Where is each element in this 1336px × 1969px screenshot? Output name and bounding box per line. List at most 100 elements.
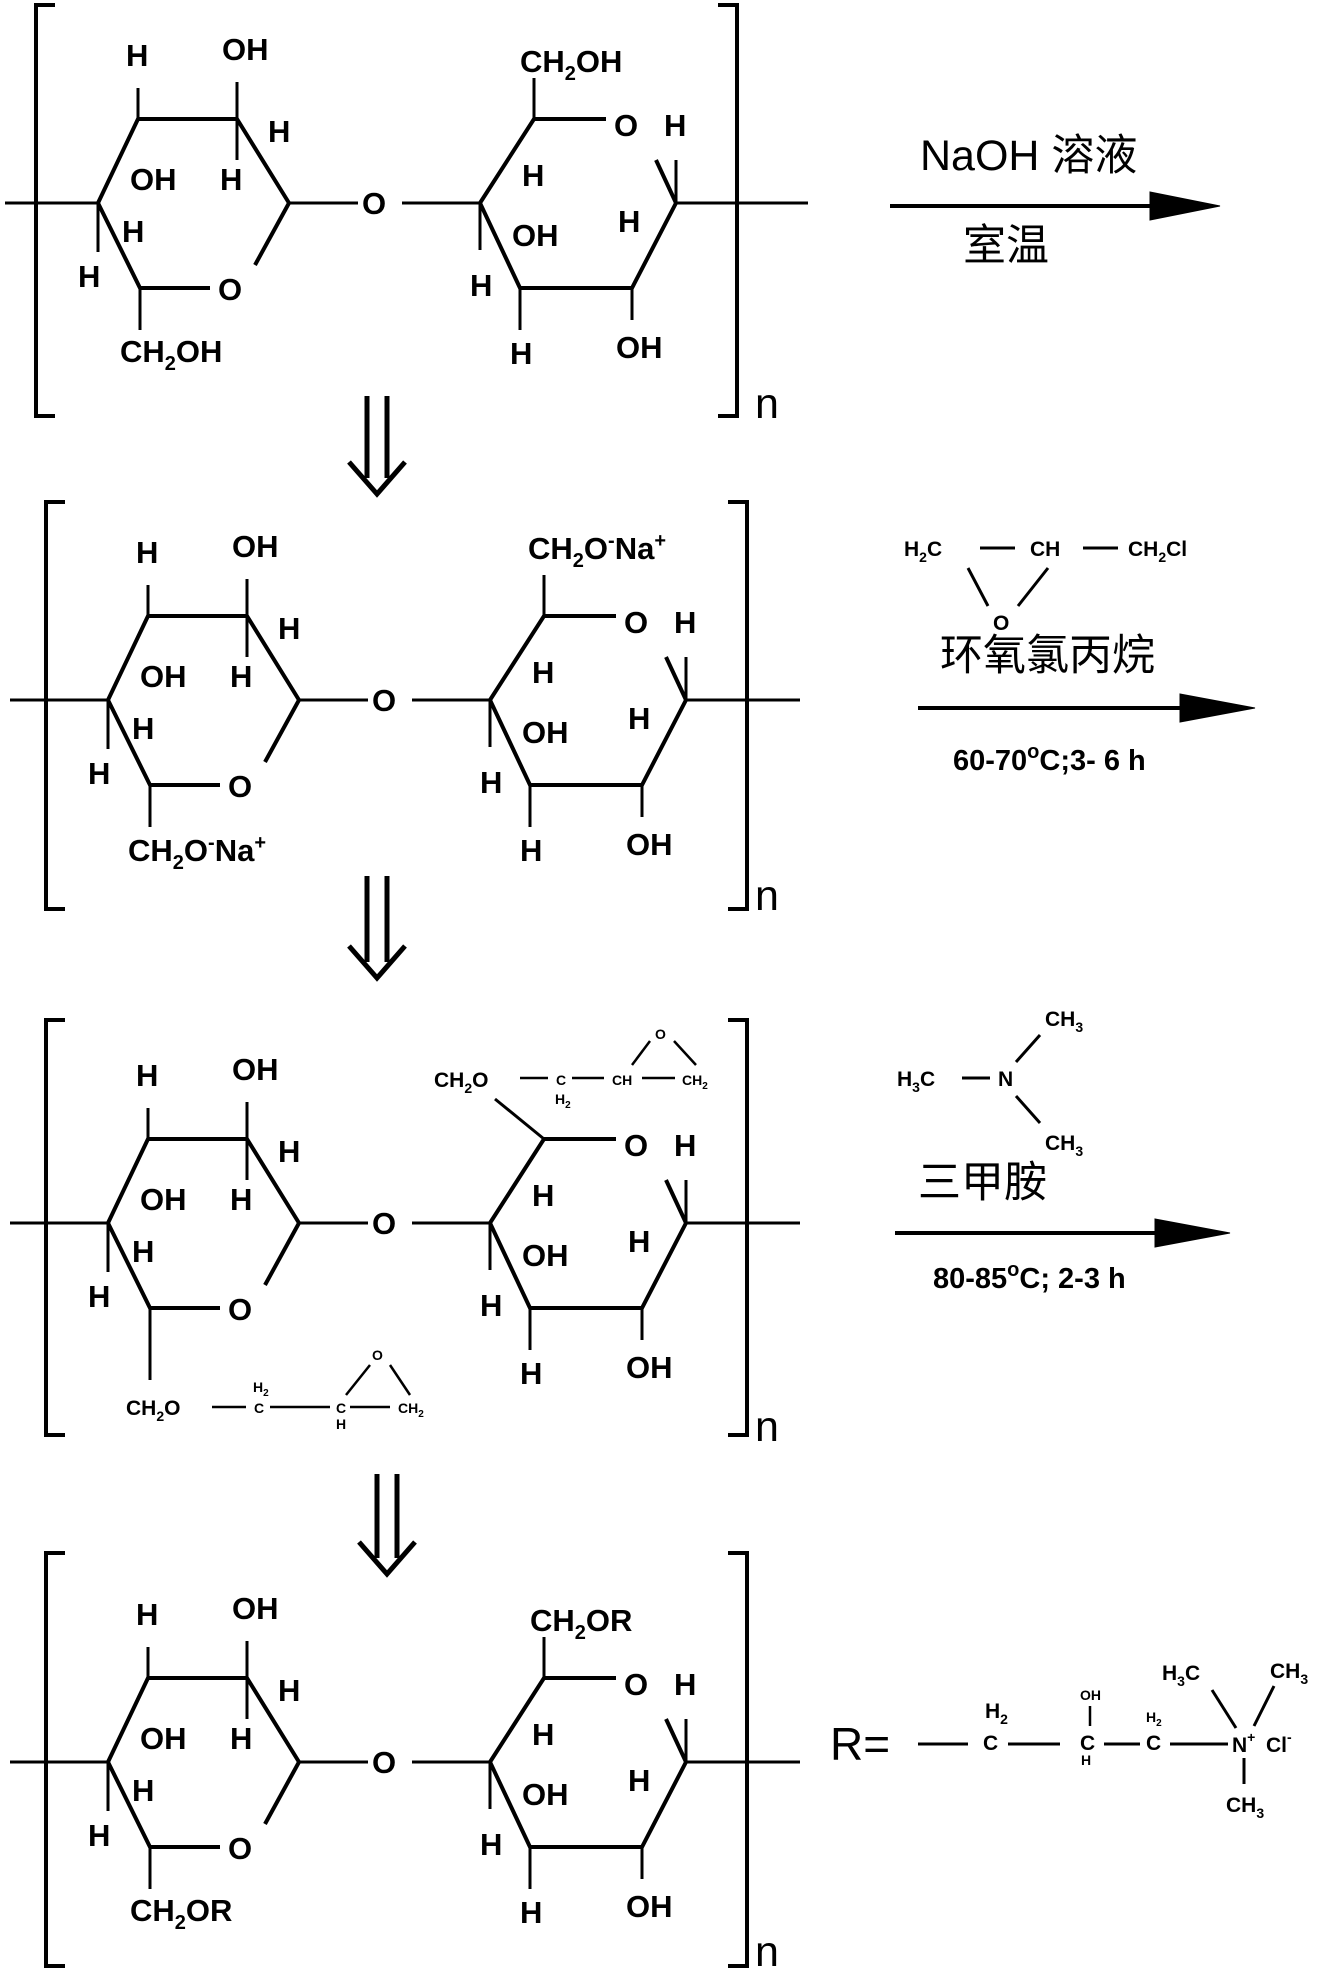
- trimethylamine-n: N: [998, 1068, 1013, 1091]
- r-ch3-right: CH3: [1270, 1660, 1308, 1687]
- svg-text:C: C: [254, 1400, 264, 1416]
- epichlorohydrin-ch: CH: [1030, 538, 1060, 561]
- glucose-ring-left: [106, 1102, 368, 1380]
- right-epoxypropyl-group: CH2O C H2 CH CH2 O: [434, 1026, 708, 1111]
- atom-h: H: [532, 1178, 554, 1213]
- trimethylamine-h3c: H3C: [897, 1068, 935, 1095]
- ring-oxygen: O: [228, 1292, 252, 1327]
- r-c3-h2: H2: [1146, 1709, 1162, 1729]
- repeat-n: n: [755, 380, 779, 428]
- right-ch2or-group: CH2OR: [530, 1603, 632, 1644]
- atom-h: H: [674, 605, 696, 640]
- down-arrow-3: [357, 1474, 417, 1578]
- atom-h: H: [136, 1058, 158, 1093]
- glucose-ring-left: [106, 579, 368, 827]
- svg-text:O: O: [655, 1026, 666, 1042]
- atom-h: H: [520, 833, 542, 868]
- left-bracket: [34, 3, 55, 418]
- atom-h: H: [674, 1667, 696, 1702]
- r-h3c: H3C: [1162, 1662, 1200, 1689]
- right-bracket: [728, 1018, 749, 1437]
- svg-text:CH2: CH2: [398, 1400, 424, 1420]
- ring-oxygen: O: [624, 605, 648, 640]
- atom-h: H: [618, 204, 640, 239]
- left-bracket: [44, 1018, 65, 1437]
- atom-oh: OH: [522, 715, 569, 750]
- r-c1-h2: H2: [985, 1700, 1008, 1727]
- step3-reagent: 三甲胺: [918, 1159, 1047, 1207]
- atom-h: H: [230, 1721, 252, 1756]
- atom-h: H: [88, 1279, 110, 1314]
- reaction-step-2: H2C CH CH2Cl O 环氧氯丙烷 60-70oC;3- 6 h: [904, 538, 1256, 777]
- reaction-step-1: NaOH 溶液 室温: [890, 132, 1221, 270]
- atom-oh: OH: [232, 1052, 279, 1087]
- atom-h: H: [230, 659, 252, 694]
- left-ch2o-na-group: CH2O-Na+: [128, 832, 266, 874]
- unit-alkali-cellulose: n H OH H OH H H: [10, 500, 800, 920]
- atom-h: H: [532, 1717, 554, 1752]
- atom-h: H: [480, 1288, 502, 1323]
- atom-oh: OH: [140, 1182, 187, 1217]
- r-c2-oh: OH: [1080, 1687, 1101, 1703]
- down-arrow-1: [347, 396, 407, 498]
- glycosidic-oxygen: O: [372, 1206, 396, 1241]
- down-arrow-2: [347, 876, 407, 982]
- atom-h: H: [122, 214, 144, 249]
- atom-h: H: [136, 535, 158, 570]
- atom-h: H: [132, 1234, 154, 1269]
- step2-condition: 60-70oC;3- 6 h: [953, 741, 1146, 777]
- trimethylamine-ch3-top: CH3: [1045, 1008, 1083, 1035]
- unit-quaternized-cellulose: n H OH H OH H H: [10, 1551, 800, 1969]
- right-ch2oh-group: CH2OH: [520, 44, 622, 85]
- glucose-ring-left: [106, 1641, 368, 1889]
- ring-oxygen: O: [218, 272, 242, 307]
- atom-h: H: [88, 1818, 110, 1853]
- r-n: N+: [1232, 1729, 1255, 1757]
- atom-oh: OH: [140, 1721, 187, 1756]
- svg-text:O: O: [372, 1347, 383, 1363]
- atom-h: H: [628, 1763, 650, 1798]
- atom-oh: OH: [232, 529, 279, 564]
- atom-h: H: [470, 268, 492, 303]
- svg-text:CH2O: CH2O: [434, 1069, 488, 1096]
- atom-h: H: [664, 108, 686, 143]
- r-ch3-bottom: CH3: [1226, 1794, 1264, 1821]
- unit-epoxypropyl-cellulose: n H OH H OH H H: [10, 1018, 800, 1451]
- glycosidic-oxygen: O: [372, 683, 396, 718]
- atom-h: H: [78, 259, 100, 294]
- step1-reagent: NaOH 溶液: [920, 132, 1137, 180]
- epichlorohydrin-h2c: H2C: [904, 538, 942, 565]
- ring-oxygen: O: [624, 1128, 648, 1163]
- step3-condition: 80-85oC; 2-3 h: [933, 1259, 1126, 1295]
- atom-h: H: [628, 1224, 650, 1259]
- unit-cellulose: n H OH H OH H H: [5, 3, 808, 428]
- glucose-ring-right: [412, 575, 688, 827]
- ring-oxygen: O: [228, 769, 252, 804]
- repeat-n: n: [755, 872, 779, 920]
- atom-oh: OH: [626, 1350, 673, 1385]
- atom-h: H: [628, 701, 650, 736]
- atom-oh: OH: [512, 218, 559, 253]
- r-label: R=: [830, 1718, 890, 1770]
- atom-h: H: [220, 162, 242, 197]
- svg-text:C: C: [556, 1072, 566, 1088]
- glucose-ring-right: [412, 1097, 688, 1350]
- svg-text:CH: CH: [612, 1072, 632, 1088]
- svg-text:C: C: [336, 1400, 346, 1416]
- atom-h: H: [278, 611, 300, 646]
- atom-h: H: [268, 114, 290, 149]
- right-bracket: [718, 3, 739, 418]
- atom-h: H: [510, 336, 532, 371]
- ring-oxygen: O: [228, 1831, 252, 1866]
- r-group-definition: R= H2 C OH C H H2 C N+ Cl- H3C CH3 CH3: [830, 1660, 1308, 1821]
- right-ch2o-na-group: CH2O-Na+: [528, 530, 666, 572]
- svg-text:CH2: CH2: [682, 1072, 708, 1092]
- atom-h: H: [480, 1827, 502, 1862]
- atom-h: H: [278, 1134, 300, 1169]
- svg-text:H2: H2: [555, 1091, 571, 1111]
- atom-oh: OH: [626, 827, 673, 862]
- left-epoxypropyl-group: CH2O C H2 C H CH2 O: [126, 1347, 424, 1432]
- svg-text:H2: H2: [253, 1379, 269, 1399]
- r-cl: Cl-: [1266, 1729, 1292, 1757]
